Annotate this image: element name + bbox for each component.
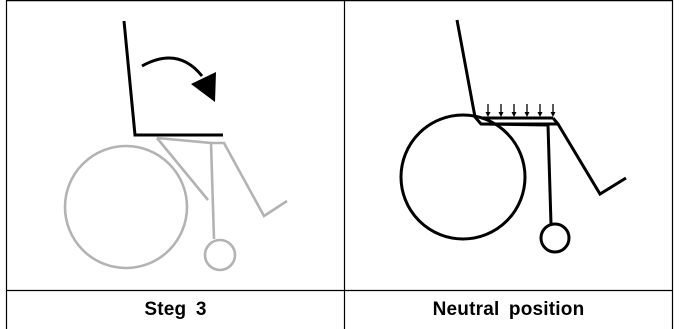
leg-rest xyxy=(551,117,627,197)
rear-wheel xyxy=(63,144,189,270)
leg-rest xyxy=(211,141,288,218)
wheelchair-icon xyxy=(399,19,627,254)
step-caption: Steg 3 xyxy=(144,299,207,320)
neutral-position-caption: Neutral position xyxy=(432,299,585,320)
seat-frame xyxy=(480,122,553,225)
step-panel xyxy=(63,20,288,272)
wheelchair-faded-icon xyxy=(63,136,288,272)
neutral-panel xyxy=(399,19,627,254)
backrest-seat xyxy=(455,19,558,126)
table-grid xyxy=(5,0,674,329)
caster-wheel xyxy=(539,222,571,254)
rear-wheel xyxy=(399,113,527,241)
pressure-arrows-icon xyxy=(485,104,556,117)
caster-wheel xyxy=(203,238,237,272)
rotate-arrow-icon xyxy=(141,56,216,102)
side-frame xyxy=(155,137,210,201)
backrest-line-icon xyxy=(122,20,223,137)
